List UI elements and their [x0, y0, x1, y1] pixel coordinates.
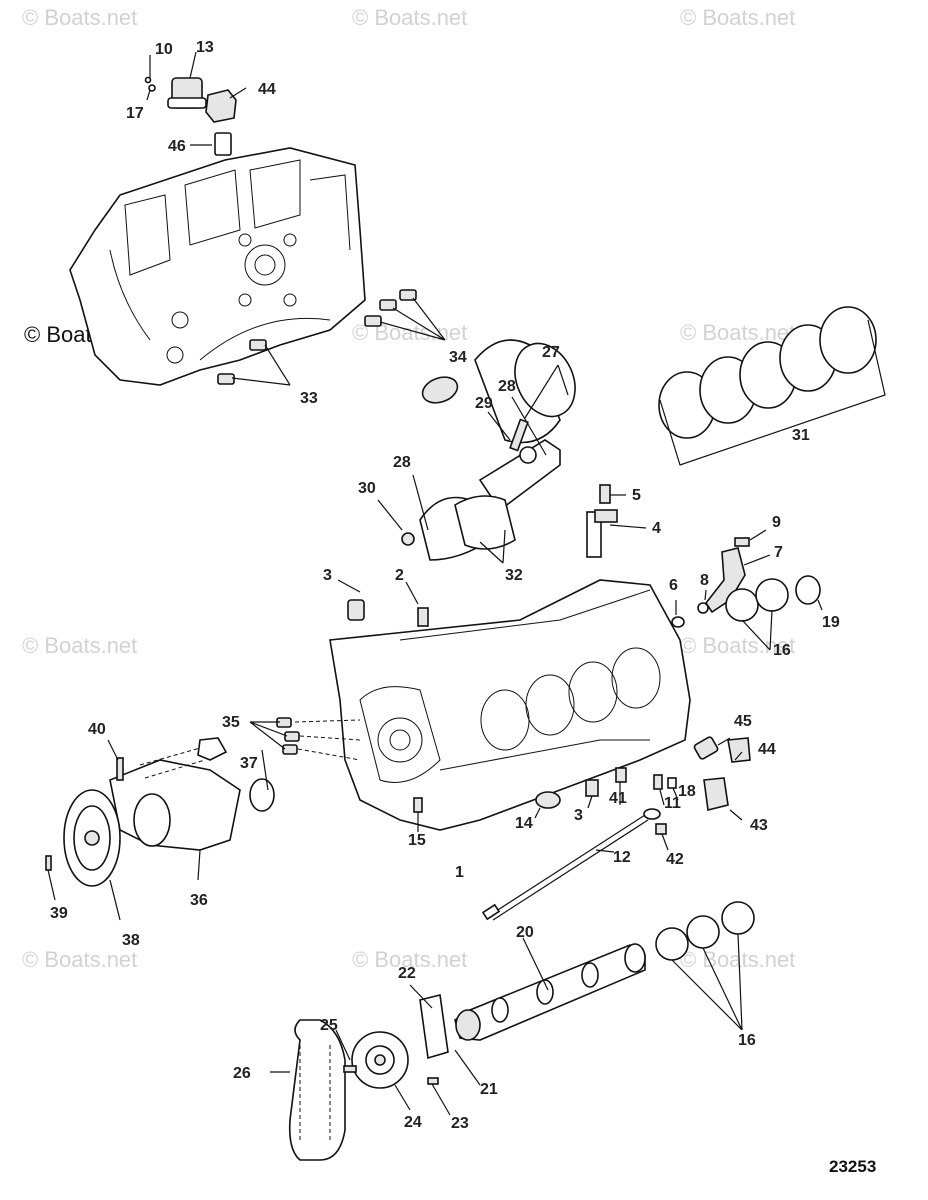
callout-38: 38 [122, 932, 140, 949]
callout-21: 21 [480, 1081, 498, 1098]
rear-block-illustration [69, 76, 417, 386]
callout-31: 31 [792, 427, 810, 444]
callout-46: 46 [168, 138, 186, 155]
callout-36: 36 [190, 892, 208, 909]
callouts: 10 13 17 44 46 34 33 27 28 29 31 28 30 3… [50, 39, 876, 1176]
callout-28: 28 [498, 378, 516, 395]
callout-30: 30 [358, 480, 376, 497]
callout-23: 23 [451, 1115, 469, 1132]
callout-16: 16 [738, 1032, 756, 1049]
watermark: © Boats.net [22, 633, 137, 658]
leader-lines [47, 51, 823, 1116]
callout-8: 8 [700, 572, 709, 589]
watermark: © Boats.net [680, 5, 795, 30]
callout-25: 25 [320, 1017, 338, 1034]
callout-40: 40 [88, 721, 106, 738]
callout-22: 22 [398, 965, 416, 982]
callout-19: 19 [822, 614, 840, 631]
callout-20: 20 [516, 924, 534, 941]
callout-6: 6 [669, 577, 678, 594]
figure-number: 23253 [829, 1157, 876, 1176]
timing-chain-illustration [288, 1019, 439, 1161]
callout-3: 3 [574, 807, 583, 824]
callout-33: 33 [300, 390, 318, 407]
callout-34: 34 [449, 349, 467, 366]
callout-16: 16 [773, 642, 791, 659]
callout-28: 28 [393, 454, 411, 471]
callout-26: 26 [233, 1065, 251, 1082]
callout-9: 9 [772, 514, 781, 531]
callout-44: 44 [258, 81, 276, 98]
callout-24: 24 [404, 1114, 422, 1131]
callout-32: 32 [505, 567, 523, 584]
callout-43: 43 [750, 817, 768, 834]
piston-assembly-illustration [401, 306, 886, 628]
callout-4: 4 [652, 520, 661, 537]
callout-27: 27 [542, 344, 560, 361]
callout-12: 12 [613, 849, 631, 866]
callout-5: 5 [632, 487, 641, 504]
callout-18: 18 [678, 783, 696, 800]
watermark: © Boats.net [22, 5, 137, 30]
callout-39: 39 [50, 905, 68, 922]
water-pump-illustration [45, 737, 275, 887]
callout-7: 7 [774, 544, 783, 561]
callout-10: 10 [155, 41, 173, 58]
callout-1: 1 [455, 864, 464, 881]
callout-42: 42 [666, 851, 684, 868]
callout-41: 41 [609, 790, 627, 807]
callout-37: 37 [240, 755, 258, 772]
callout-11: 11 [664, 795, 681, 812]
callout-14: 14 [515, 815, 533, 832]
watermark: © Boats.net [352, 5, 467, 30]
watermark: © Boats.net [680, 320, 795, 345]
callout-13: 13 [196, 39, 214, 56]
callout-17: 17 [126, 105, 144, 122]
watermark: © Boats.net [680, 947, 795, 972]
engine-block-illustration [276, 579, 751, 921]
camshaft-illustration [419, 901, 755, 1060]
callout-2: 2 [395, 567, 404, 584]
callout-45: 45 [734, 713, 752, 730]
watermark: © Boats.net [22, 947, 137, 972]
callout-3: 3 [323, 567, 332, 584]
callout-15: 15 [408, 832, 426, 849]
watermark: © Boats.net [680, 633, 795, 658]
callout-29: 29 [475, 395, 493, 412]
watermark: © Boats.net [352, 947, 467, 972]
callout-44: 44 [758, 741, 776, 758]
callout-35: 35 [222, 714, 240, 731]
